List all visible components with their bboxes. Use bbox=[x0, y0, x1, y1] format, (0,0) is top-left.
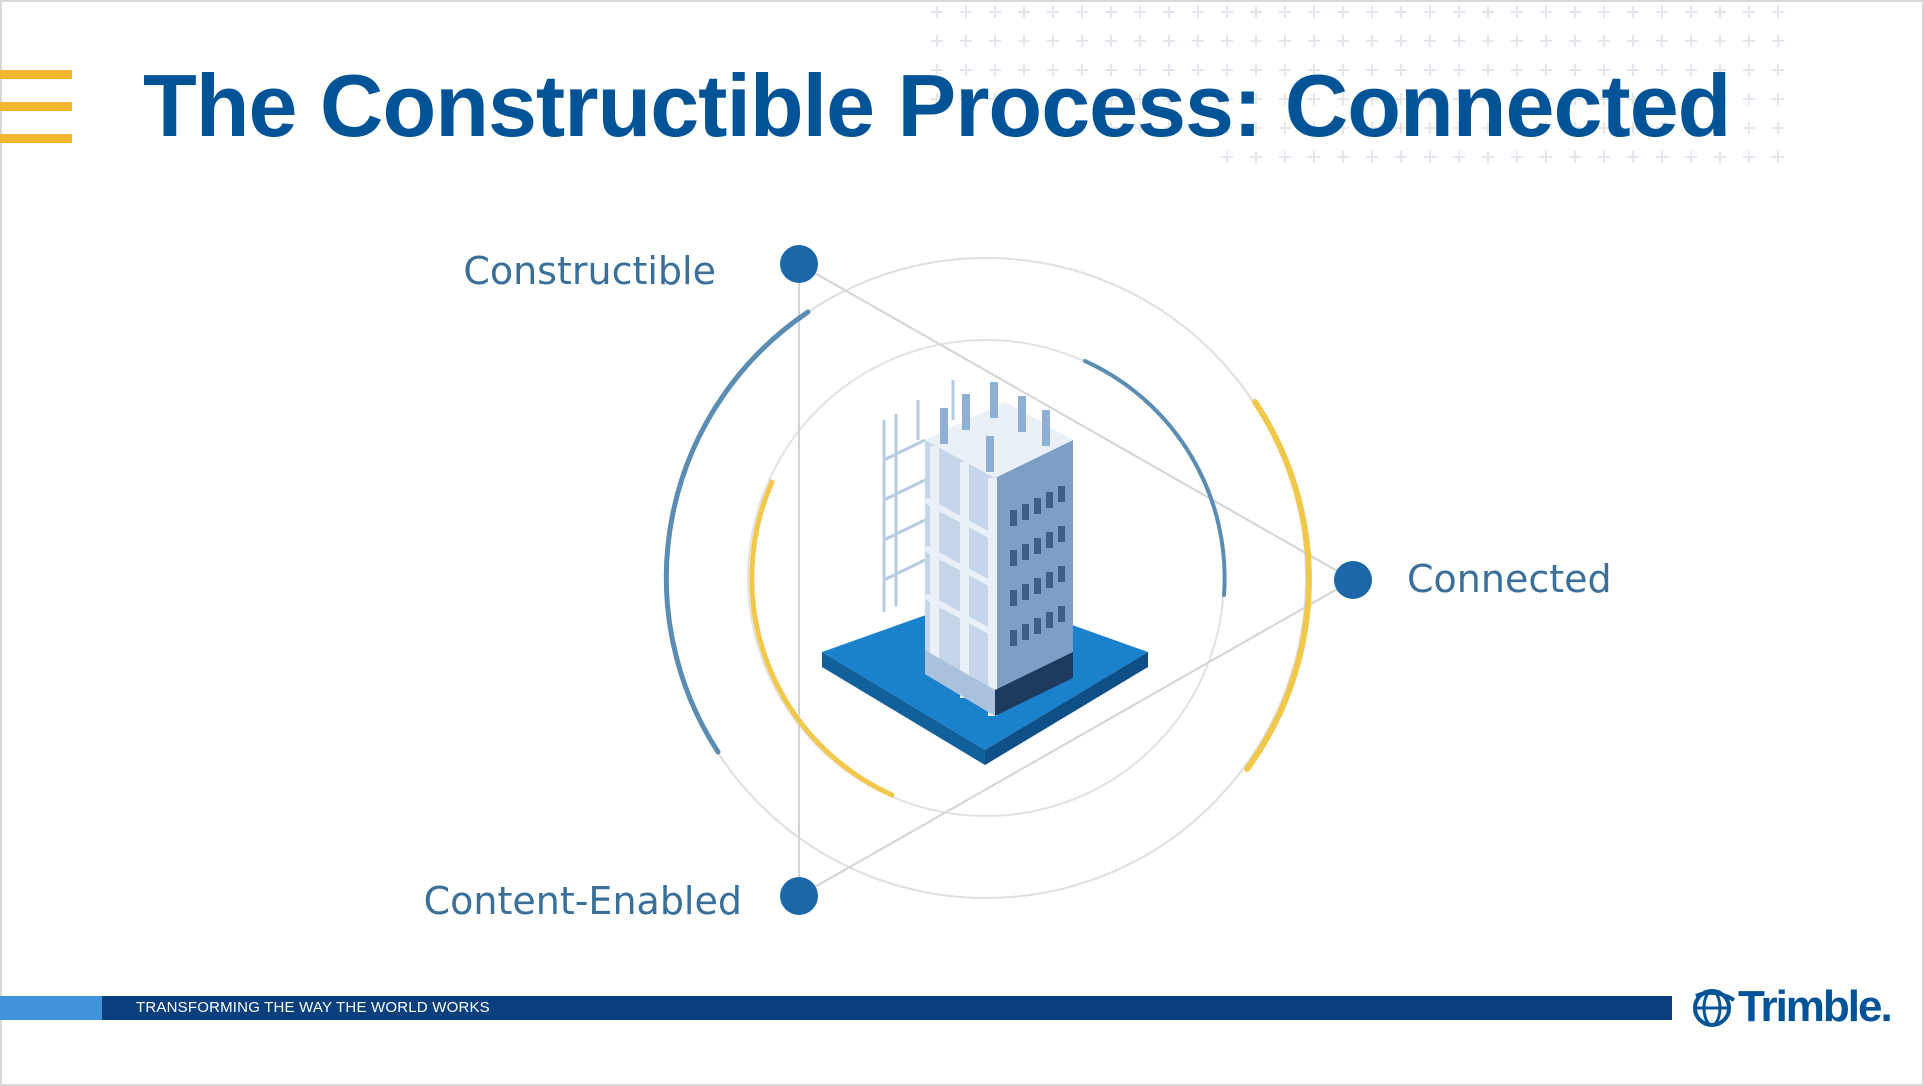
node-content-enabled: Content-Enabled bbox=[424, 877, 818, 923]
footer-bar-dark bbox=[102, 996, 1672, 1020]
node-label: Constructible bbox=[463, 249, 716, 293]
inner-arc-yellow bbox=[749, 479, 895, 798]
page-title: The Constructible Process: Connected bbox=[143, 56, 1731, 155]
node-connected: Connected bbox=[1334, 557, 1612, 601]
inner-arc-blue bbox=[1083, 359, 1227, 597]
trimble-logo: Trimble. bbox=[1690, 980, 1893, 1034]
hamburger-icon[interactable] bbox=[0, 70, 72, 146]
logo-text: Trimble. bbox=[1738, 982, 1893, 1031]
footer-bar-light bbox=[0, 996, 102, 1020]
node-label: Connected bbox=[1407, 557, 1612, 601]
node-dot bbox=[780, 877, 818, 915]
hamburger-bar bbox=[0, 134, 72, 143]
hamburger-bar bbox=[0, 102, 72, 111]
node-constructible: Constructible bbox=[463, 245, 818, 293]
footer-tagline: TRANSFORMING THE WAY THE WORLD WORKS bbox=[136, 999, 490, 1016]
building-illustration bbox=[822, 380, 1148, 765]
trimble-globe-icon bbox=[1693, 989, 1736, 1027]
connection-triangle bbox=[798, 262, 1356, 898]
cross-pattern-decoration bbox=[931, 6, 1784, 163]
outer-arc-blue bbox=[663, 309, 811, 755]
hamburger-bar bbox=[0, 70, 72, 79]
node-label: Content-Enabled bbox=[424, 879, 742, 923]
node-dot bbox=[780, 245, 818, 283]
node-dot bbox=[1334, 561, 1372, 599]
outer-arc-yellow bbox=[1244, 399, 1312, 772]
